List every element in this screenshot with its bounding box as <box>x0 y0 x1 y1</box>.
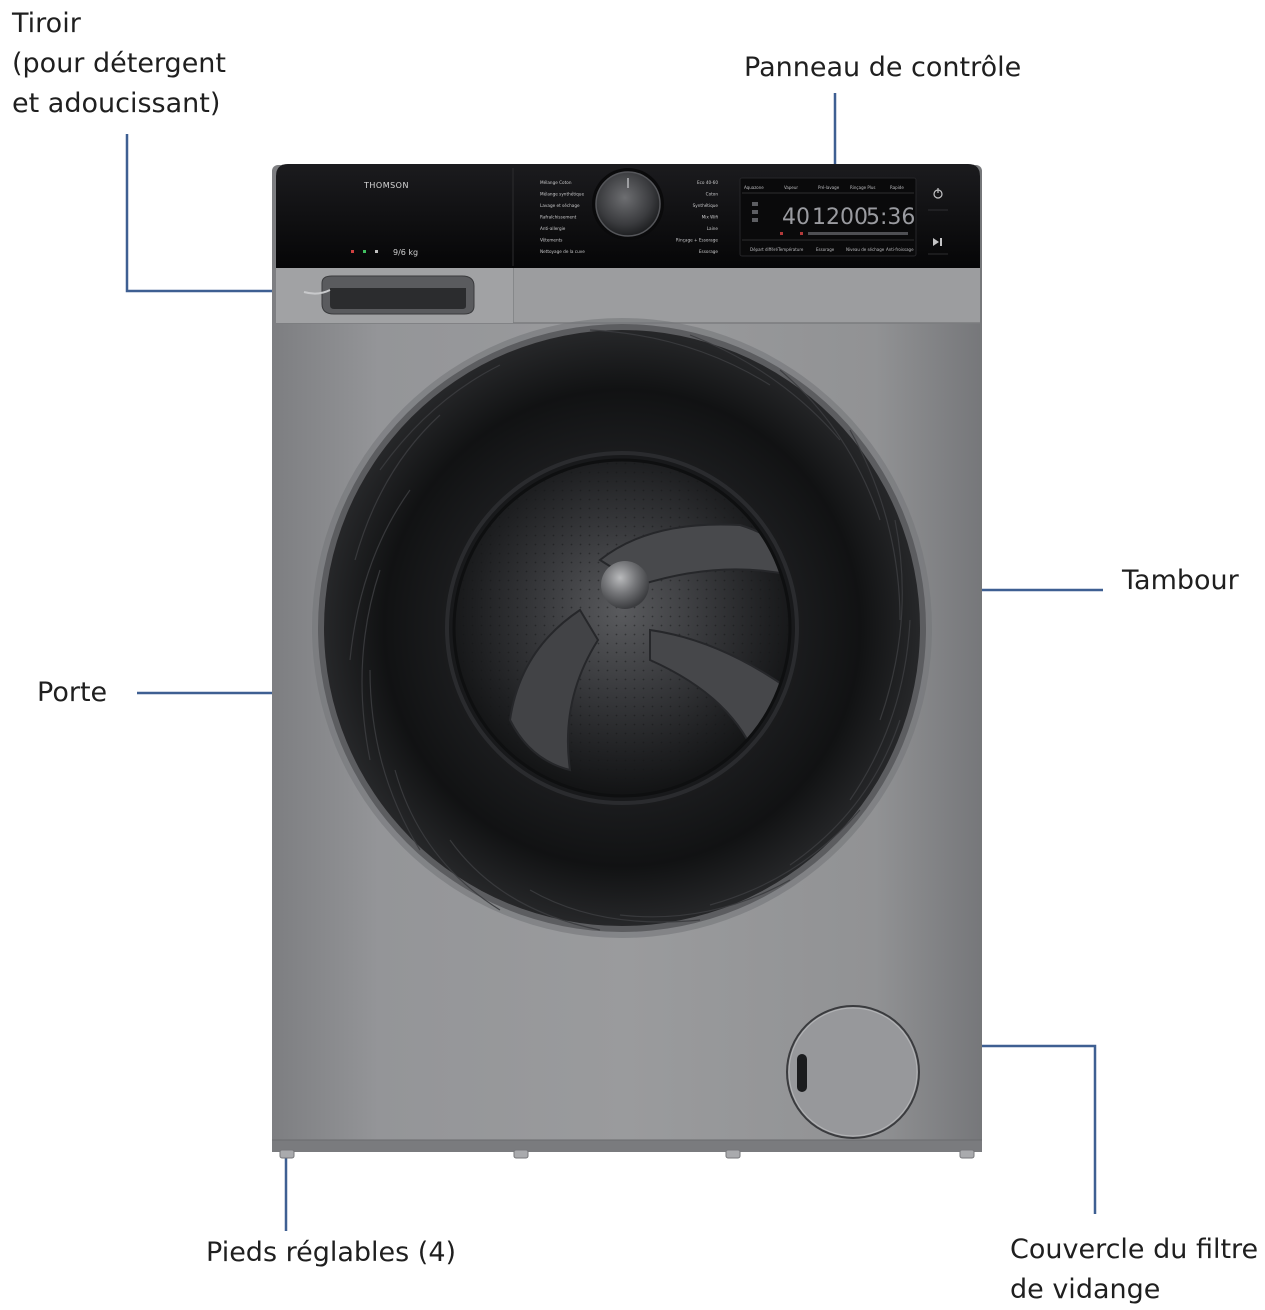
option-top-1[interactable]: Vapeur <box>784 185 798 190</box>
display-temperature: 40 <box>782 205 810 230</box>
option-buttons-top: Aquazone Vapeur Pré-lavage Rinçage Plus Rapi… <box>744 185 904 190</box>
display-time: 5:36 <box>866 205 915 230</box>
option-top-2[interactable]: Pré-lavage <box>818 185 840 190</box>
option-bottom-1[interactable]: Température <box>777 247 804 252</box>
capacity-indicator: 9/6 kg <box>351 248 418 257</box>
option-top-3[interactable]: Rinçage Plus <box>850 185 876 190</box>
label-filter-line-2: de vidange <box>1010 1274 1161 1305</box>
program-left-2: Lavage et séchage <box>540 203 580 208</box>
program-left-0: Mélange Coton <box>540 180 572 185</box>
program-left-1: Mélange synthétique <box>540 192 584 197</box>
program-right-4: Laine <box>707 226 719 231</box>
capacity-text: 9/6 kg <box>393 248 418 257</box>
program-right-5: Rinçage + Essorage <box>676 238 719 243</box>
program-right-2: Synthétique <box>693 203 719 208</box>
program-left-3: Rafraîchissement <box>540 215 577 220</box>
label-drum: Tambour <box>1122 565 1239 596</box>
option-bottom-4[interactable]: Anti-froissage <box>886 247 914 252</box>
option-top-0[interactable]: Aquazone <box>744 185 764 190</box>
power-button[interactable] <box>933 188 943 199</box>
program-selector-knob[interactable] <box>592 168 664 240</box>
drum-paddle-left <box>508 608 600 772</box>
label-drawer-line-1: Tiroir <box>12 8 81 39</box>
program-left-6: Nettoyage de la cuve <box>540 249 585 254</box>
drum-hub <box>601 561 649 609</box>
option-bottom-0[interactable]: Départ différé <box>750 247 778 252</box>
display-spin: 1200 <box>812 205 868 230</box>
label-adjustable-feet: Pieds réglables (4) <box>206 1237 457 1268</box>
option-bottom-3[interactable]: Niveau de séchage <box>846 247 885 252</box>
program-left-5: Vêtements <box>540 238 562 243</box>
label-filter-line-1: Couvercle du filtre <box>1010 1234 1259 1265</box>
program-right-1: Coton <box>706 192 719 197</box>
option-top-4[interactable]: Rapide <box>890 185 904 190</box>
program-right-0: Eco 40-60 <box>697 180 718 185</box>
label-door: Porte <box>37 677 108 708</box>
digital-display: Aquazone Vapeur Pré-lavage Rinçage Plus Rapi… <box>739 177 917 257</box>
label-control-panel: Panneau de contrôle <box>744 52 1022 83</box>
drain-filter-cover[interactable] <box>786 1005 920 1139</box>
label-drawer-line-3: et adoucissant) <box>12 88 221 119</box>
program-left-4: Anti-allergie <box>540 226 566 231</box>
program-right-6: Essorage <box>699 249 719 254</box>
label-drawer: Tiroir (pour détergent et adoucissant) <box>12 4 226 124</box>
brand-logo: THOMSON <box>363 181 409 190</box>
door-ring-facets <box>349 329 911 931</box>
label-drain-filter-cover: Couvercle du filtre de vidange <box>1010 1230 1258 1310</box>
option-bottom-2[interactable]: Essorage <box>816 247 835 252</box>
adjustable-feet <box>279 1149 975 1159</box>
drawer-leader <box>125 134 326 293</box>
start-pause-button[interactable] <box>933 238 942 246</box>
label-drawer-line-2: (pour détergent <box>12 48 227 79</box>
door <box>312 318 932 938</box>
program-right-3: Mix Wifi <box>702 215 719 220</box>
